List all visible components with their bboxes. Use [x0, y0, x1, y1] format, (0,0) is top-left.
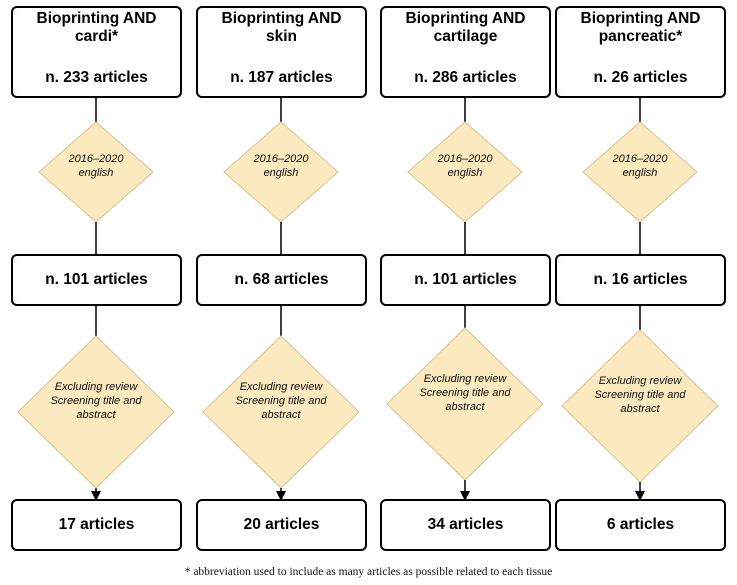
column-0-connectors: [17, 98, 175, 501]
total-count: n. 187 articles: [230, 69, 333, 86]
filter-diamond-text-cartilage: 2016–2020 english: [415, 152, 515, 180]
filter-years: 2016–2020: [612, 153, 668, 165]
screen-line-3: abstract: [620, 403, 660, 415]
final-count-box-pancreatic: 6 articles: [555, 499, 726, 551]
filter-diamond-text-pancreatic: 2016–2020 english: [590, 152, 690, 180]
filter-language: english: [622, 167, 658, 179]
filter-years: 2016–2020: [68, 153, 124, 165]
screen-line-2: Screening title and: [419, 387, 511, 399]
query-line-2: cartilage: [433, 28, 498, 45]
query-line-2: skin: [265, 28, 297, 45]
final-count-box-cartilage: 34 articles: [380, 499, 551, 551]
screen-line-2: Screening title and: [50, 395, 142, 407]
screen-line-3: abstract: [445, 401, 485, 413]
query-box-pancreatic: Bioprinting AND pancreatic* n. 26 articl…: [555, 6, 726, 98]
query-line-1: Bioprinting AND: [221, 10, 342, 27]
filter-years: 2016–2020: [437, 153, 493, 165]
filter-language: english: [447, 167, 483, 179]
query-box-skin: Bioprinting AND skin n. 187 articles: [196, 6, 367, 98]
filtered-count-box-cardi: n. 101 articles: [11, 254, 182, 306]
filter-diamond-text-skin: 2016–2020 english: [231, 152, 331, 180]
screen-diamond-text-cardi: Excluding review Screening title and abs…: [36, 380, 156, 422]
column-2-connectors: [386, 98, 544, 501]
total-count: n. 26 articles: [593, 69, 688, 86]
filtered-count-box-cartilage: n. 101 articles: [380, 254, 551, 306]
screen-line-2: Screening title and: [235, 395, 327, 407]
screen-diamond-text-cartilage: Excluding review Screening title and abs…: [405, 372, 525, 414]
query-line-1: Bioprinting AND: [580, 10, 701, 27]
query-box-cardi: Bioprinting AND cardi* n. 233 articles: [11, 6, 182, 98]
filter-diamond-text-cardi: 2016–2020 english: [46, 152, 146, 180]
screen-line-3: abstract: [76, 409, 116, 421]
screen-line-1: Excluding review: [239, 381, 323, 393]
filtered-count-box-skin: n. 68 articles: [196, 254, 367, 306]
screen-diamond-text-pancreatic: Excluding review Screening title and abs…: [580, 374, 700, 416]
total-count: n. 233 articles: [45, 69, 148, 86]
filtered-count-box-pancreatic: n. 16 articles: [555, 254, 726, 306]
final-count-box-cardi: 17 articles: [11, 499, 182, 551]
screen-line-1: Excluding review: [598, 375, 682, 387]
screen-diamond-text-skin: Excluding review Screening title and abs…: [221, 380, 341, 422]
total-count: n. 286 articles: [414, 69, 517, 86]
query-line-1: Bioprinting AND: [36, 10, 157, 27]
screen-line-2: Screening title and: [594, 389, 686, 401]
query-line-1: Bioprinting AND: [405, 10, 526, 27]
footnote: * abbreviation used to include as many a…: [184, 566, 553, 578]
screen-line-1: Excluding review: [423, 373, 507, 385]
query-line-2: cardi*: [74, 28, 119, 45]
column-3-connectors: [561, 98, 719, 501]
screen-line-3: abstract: [261, 409, 301, 421]
filter-years: 2016–2020: [253, 153, 309, 165]
final-count-box-skin: 20 articles: [196, 499, 367, 551]
filter-language: english: [78, 167, 114, 179]
query-box-cartilage: Bioprinting AND cartilage n. 286 article…: [380, 6, 551, 98]
filter-language: english: [263, 167, 299, 179]
query-line-2: pancreatic*: [598, 28, 683, 45]
column-1-connectors: [202, 98, 360, 501]
screen-line-1: Excluding review: [54, 381, 138, 393]
